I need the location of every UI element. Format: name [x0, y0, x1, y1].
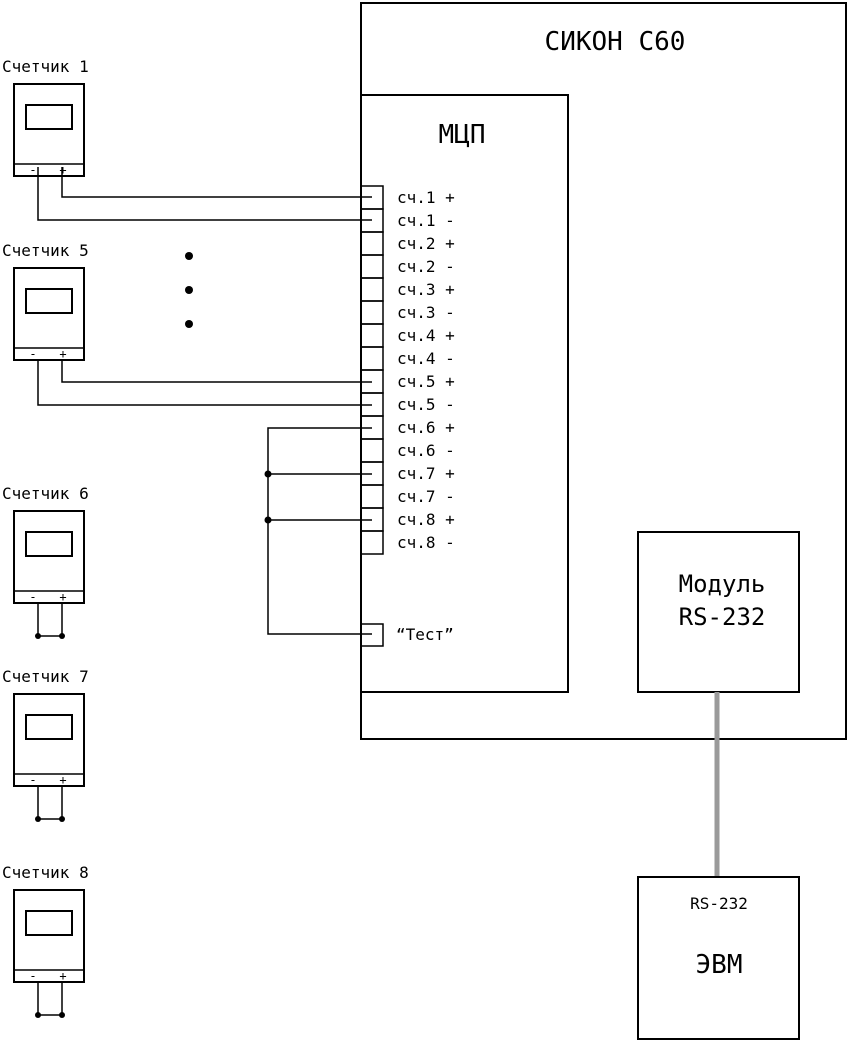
evm-box [637, 876, 800, 1040]
ellipsis-dot [185, 320, 193, 328]
meter-label: Счетчик 8 [2, 863, 89, 882]
mcp-title: МЦП [439, 120, 486, 150]
terminal-label: сч.4 - [397, 349, 455, 368]
junction-dot [59, 1012, 65, 1018]
meter-plus: + [59, 347, 66, 361]
mcp-box [360, 94, 569, 693]
meter-body [13, 510, 85, 604]
meters: Счетчик 1-+Счетчик 5-+Счетчик 6-+Счетчик… [2, 57, 89, 1018]
junction-dot [35, 816, 41, 822]
terminal-label: сч.8 + [397, 510, 455, 529]
meter-label: Счетчик 1 [2, 57, 89, 76]
wire-meter1-plus [61, 167, 372, 198]
terminal-box [360, 484, 384, 509]
test-terminal [360, 623, 384, 647]
meter-minus: - [29, 773, 36, 787]
meter-5: Счетчик 8 - + [2, 863, 89, 1018]
junction-dot [59, 816, 65, 822]
meter-display [25, 531, 73, 557]
terminal-label: сч.6 - [397, 441, 455, 460]
test-label: “Тест” [396, 625, 454, 644]
meter-minus: - [29, 969, 36, 983]
meter-short-jumper [37, 603, 63, 637]
module-line1: Модуль [679, 570, 766, 598]
terminal-label: сч.5 + [397, 372, 455, 391]
terminal-label: сч.3 + [397, 280, 455, 299]
meter-body [13, 889, 85, 983]
terminal-label: сч.3 - [397, 303, 455, 322]
meter-1: Счетчик 1 - + [2, 57, 89, 177]
meter-minus: - [29, 163, 36, 177]
meter-3: Счетчик 6 - + [2, 484, 89, 639]
meter-plus: + [59, 773, 66, 787]
meter-display [25, 910, 73, 936]
evm-port-label: RS-232 [690, 894, 748, 913]
meter-plus: + [59, 163, 66, 177]
terminal-box [360, 530, 384, 555]
terminal-box [360, 438, 384, 463]
junction-dot [35, 633, 41, 639]
evm-title: ЭВМ [696, 950, 743, 980]
terminal-box [360, 277, 384, 302]
meter-4: Счетчик 7 - + [2, 667, 89, 822]
meter-short-jumper [37, 982, 63, 1016]
terminal-label: сч.7 - [397, 487, 455, 506]
wire-meter5-minus [37, 360, 372, 406]
meter-label: Счетчик 7 [2, 667, 89, 686]
terminal-box [360, 254, 384, 279]
wire-meter5-plus [61, 360, 372, 383]
meter-body [13, 693, 85, 787]
meter-2: Счетчик 5 - + [2, 241, 89, 361]
test-bus [267, 427, 372, 635]
mcp-terminals: сч.1 + сч.1 - сч.2 + сч.2 - сч.3 + сч.3 - сч.4… [360, 185, 455, 555]
meter-label: Счетчик 6 [2, 484, 89, 503]
meter-plus: + [59, 590, 66, 604]
wire-meter1-minus [37, 167, 372, 221]
junction-dot [59, 633, 65, 639]
meter-display [25, 104, 73, 130]
terminal-label: сч.8 - [397, 533, 455, 552]
junction-dot [264, 470, 272, 478]
junction-dot [264, 516, 272, 524]
meter-body [13, 83, 85, 177]
terminal-label: сч.2 + [397, 234, 455, 253]
terminal-box [360, 346, 384, 371]
terminal-label: сч.1 + [397, 188, 455, 207]
terminal-label: сч.7 + [397, 464, 455, 483]
terminal-label: сч.6 + [397, 418, 455, 437]
meter-plus: + [59, 969, 66, 983]
meter-minus: - [29, 347, 36, 361]
terminal-box [360, 323, 384, 348]
meter-display [25, 288, 73, 314]
meter-body [13, 267, 85, 361]
meter-label: Счетчик 5 [2, 241, 89, 260]
ellipsis-dot [185, 286, 193, 294]
ellipsis-dot [185, 252, 193, 260]
sikon-title: СИКОН С60 [545, 27, 686, 57]
meter-minus: - [29, 590, 36, 604]
terminal-label: сч.1 - [397, 211, 455, 230]
meter-display [25, 714, 73, 740]
terminal-box [360, 231, 384, 256]
meter-short-jumper [37, 786, 63, 820]
terminal-box [360, 300, 384, 325]
terminal-label: сч.5 - [397, 395, 455, 414]
terminal-label: сч.4 + [397, 326, 455, 345]
module-line2: RS-232 [679, 603, 766, 631]
junction-dot [35, 1012, 41, 1018]
terminal-label: сч.2 - [397, 257, 455, 276]
